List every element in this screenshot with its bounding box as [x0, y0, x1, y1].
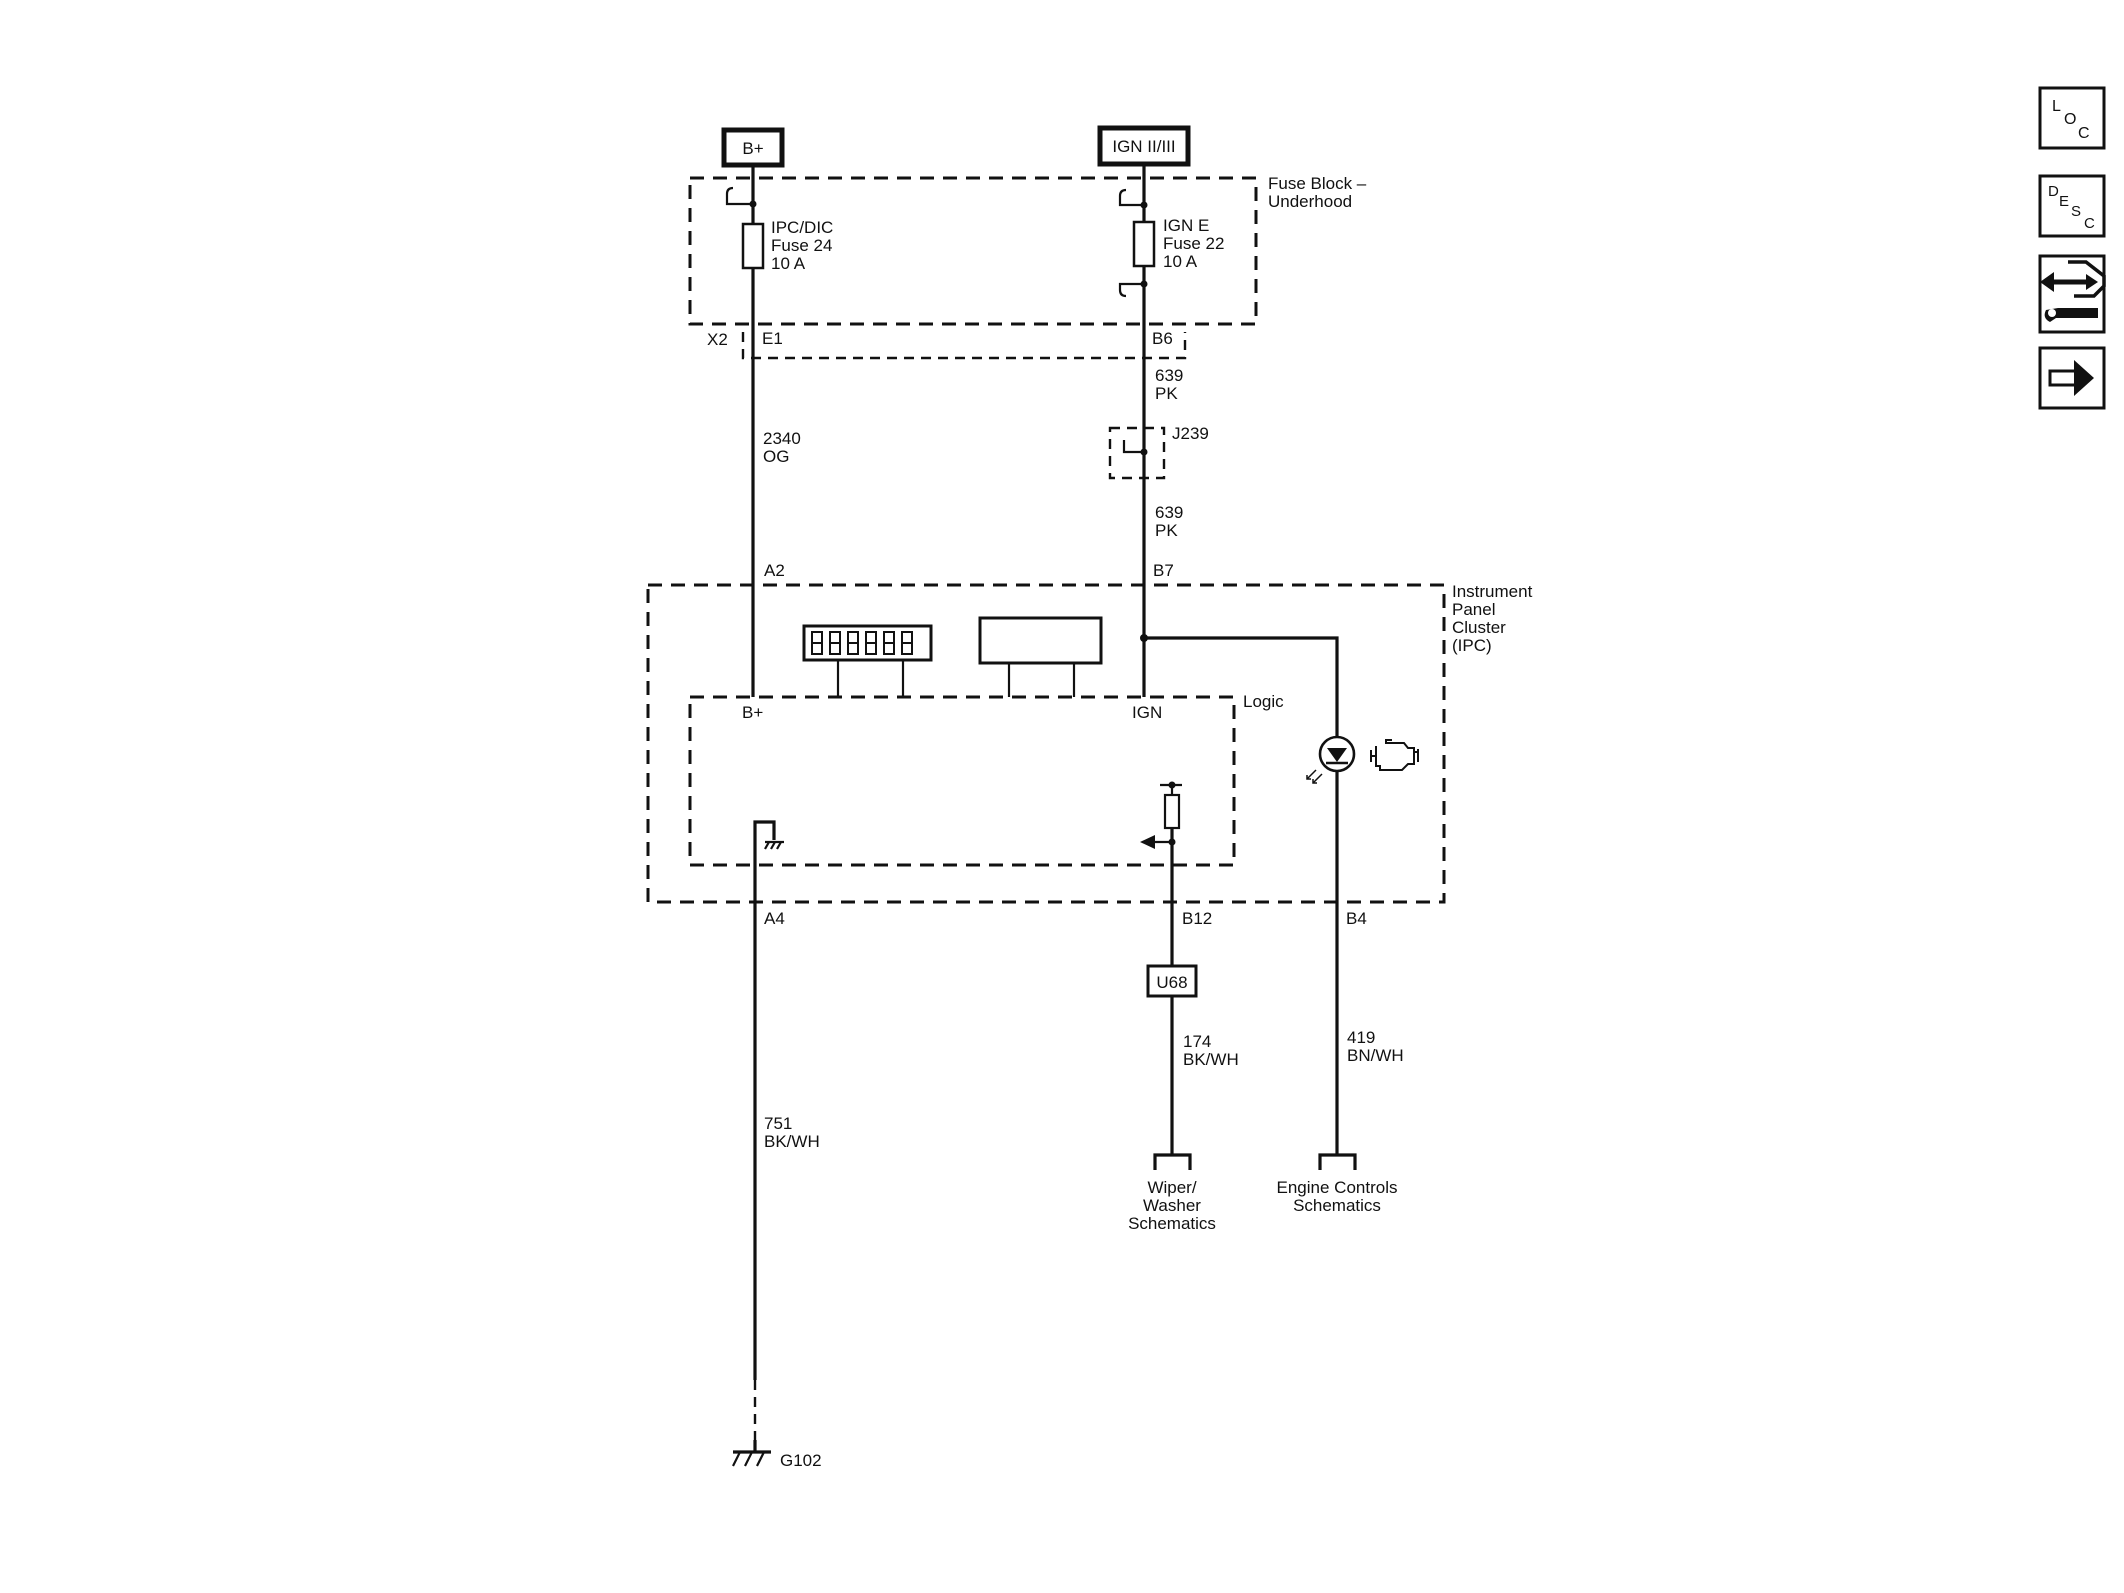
loc-letter-c: C [2078, 125, 2090, 142]
connector-u68: U68 [1146, 964, 1198, 998]
fuse-ign-e: IGN E Fuse 22 10 A [1118, 188, 1224, 298]
wire-174-num: 174 [1183, 1032, 1211, 1051]
wire-751-num: 751 [764, 1114, 792, 1133]
fuse-right-line3: 10 A [1163, 252, 1198, 271]
wire-751: 751 BK/WH [753, 1030, 820, 1440]
fuse-left-line1: IPC/DIC [771, 218, 833, 237]
ground-g102: G102 [732, 1440, 822, 1470]
ign-source-label: IGN II/III [1112, 137, 1175, 156]
ground-icon [732, 1440, 771, 1467]
wire-639-upper-num: 639 [1155, 366, 1183, 385]
bplus-source-label: B+ [742, 139, 763, 158]
check-engine-lamp [1306, 735, 1419, 784]
desc-letter-s: S [2071, 203, 2081, 220]
odometer-display [802, 624, 933, 697]
pin-b6: B6 [1152, 329, 1173, 348]
fuse-right-line1: IGN E [1163, 216, 1209, 235]
fuse-block-label-1: Fuse Block – [1268, 174, 1367, 193]
splice-j239-label: J239 [1172, 424, 1209, 443]
fuse-left-line3: 10 A [771, 254, 806, 273]
pin-a2: A2 [764, 561, 785, 580]
fuse-block: Fuse Block – Underhood [688, 174, 1367, 326]
fuse-right-line2: Fuse 22 [1163, 234, 1224, 253]
engine-controls-destination: Engine Controls Schematics [1277, 1153, 1398, 1215]
desc-button[interactable]: D E S C [2038, 174, 2106, 238]
wire-to-lamp [1140, 634, 1339, 1155]
wire-174-color: BK/WH [1183, 1050, 1239, 1069]
logic-bplus-label: B+ [742, 703, 763, 722]
wiper-washer-destination: Wiper/ Washer Schematics [1128, 1153, 1216, 1233]
wire-639-lower-num: 639 [1155, 503, 1183, 522]
desc-letter-e: E [2059, 193, 2069, 210]
wire-2340-color: OG [763, 447, 789, 466]
desc-letter-c: C [2084, 215, 2095, 232]
pin-e1: E1 [762, 329, 783, 348]
loc-icon: L O C [2052, 98, 2090, 142]
engine-dest-line2: Schematics [1293, 1196, 1381, 1215]
loc-letter-o: O [2064, 111, 2076, 128]
internal-ground [753, 820, 784, 1030]
loc-letter-l: L [2052, 98, 2061, 115]
fuse-left-line2: Fuse 24 [771, 236, 832, 255]
logic-ign-label: IGN [1132, 703, 1162, 722]
desc-letter-d: D [2048, 183, 2059, 200]
bplus-source: B+ [721, 127, 785, 168]
wiper-dest-line1: Wiper/ [1147, 1178, 1196, 1197]
connector-tool-icon [2040, 260, 2106, 322]
engine-icon [1370, 739, 1419, 771]
ipc-module: Instrument Panel Cluster (IPC) A2 B7 [646, 561, 1533, 904]
connector-u68-label: U68 [1156, 973, 1187, 992]
message-display [978, 616, 1103, 697]
wire-2340-num: 2340 [763, 429, 801, 448]
connector-x2: X2 E1 B6 [707, 329, 1187, 360]
ipc-label-4: (IPC) [1452, 636, 1492, 655]
wiper-dest-line2: Washer [1143, 1196, 1201, 1215]
pin-a4: A4 [764, 909, 785, 928]
pin-b7: B7 [1153, 561, 1174, 580]
ign-source: IGN II/III [1097, 125, 1191, 167]
next-arrow-icon [2048, 360, 2094, 396]
ipc-label-2: Panel [1452, 600, 1495, 619]
next-button[interactable] [2038, 346, 2106, 410]
wire-751-color: BK/WH [764, 1132, 820, 1151]
wire-2340: 2340 OG [751, 165, 801, 697]
wire-419-color: BN/WH [1347, 1046, 1404, 1065]
pin-b12: B12 [1182, 909, 1212, 928]
ground-g102-label: G102 [780, 1451, 822, 1470]
wire-419-num: 419 [1347, 1028, 1375, 1047]
ipc-label-3: Cluster [1452, 618, 1506, 637]
wire-639-upper-color: PK [1155, 384, 1178, 403]
wire-419: 419 BN/WH [1347, 1028, 1404, 1065]
splice-j239: J239 [1108, 424, 1209, 480]
ipc-label-1: Instrument [1452, 582, 1533, 601]
desc-icon: D E S C [2048, 183, 2095, 232]
wiper-dest-line3: Schematics [1128, 1214, 1216, 1233]
wire-639-lower-color: PK [1155, 521, 1178, 540]
fuse-block-label-2: Underhood [1268, 192, 1352, 211]
connector-x2-label: X2 [707, 330, 728, 349]
led-icon [1306, 769, 1323, 784]
connector-tool-button[interactable] [2038, 254, 2106, 334]
fuse-ipc-dic: IPC/DIC Fuse 24 10 A [725, 186, 833, 273]
pin-b4: B4 [1346, 909, 1367, 928]
logic-block: Logic B+ IGN [688, 692, 1284, 867]
wire-174: 174 BK/WH [1183, 1032, 1239, 1069]
engine-dest-line1: Engine Controls [1277, 1178, 1398, 1197]
wire-639: 639 PK 639 PK [1142, 164, 1183, 697]
loc-button[interactable]: L O C [2038, 86, 2106, 150]
logic-label: Logic [1243, 692, 1284, 711]
